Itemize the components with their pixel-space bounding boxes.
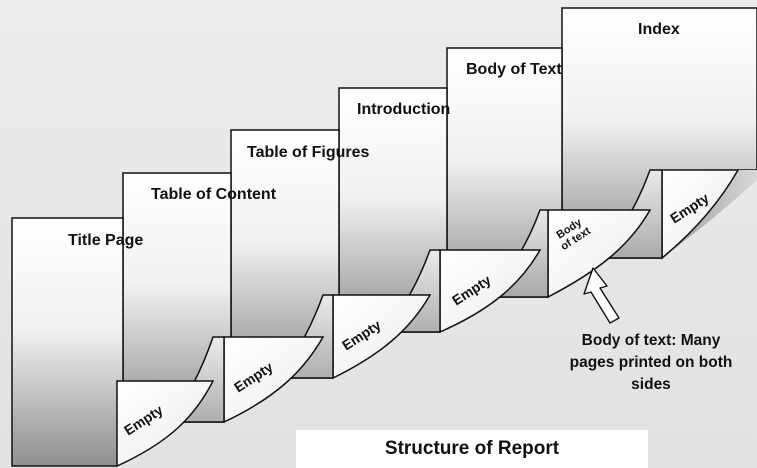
page-title-table-of-content: Table of Content bbox=[151, 186, 277, 203]
page-table-of-content bbox=[122, 172, 334, 424]
page-title-body-of-text: Body of Text bbox=[466, 61, 562, 78]
callout-arrow bbox=[583, 267, 620, 324]
page-curl-introduction bbox=[439, 249, 542, 334]
body-of-text-callout: Body of text: Many pages printed on both… bbox=[545, 330, 757, 396]
page-curl-table-of-figures bbox=[332, 294, 432, 380]
page-title-index: Index bbox=[638, 21, 680, 38]
page-index bbox=[561, 7, 757, 260]
page-title-introduction: Introduction bbox=[357, 101, 451, 118]
page-title-table-of-figures: Table of Figures bbox=[247, 144, 370, 161]
page-curl-title-page bbox=[116, 380, 215, 468]
page-table-of-figures bbox=[230, 129, 441, 380]
page-curl-index bbox=[661, 169, 740, 260]
caption-text: Structure of Report bbox=[384, 438, 560, 459]
page-body-of-text bbox=[446, 47, 663, 299]
page-curl-body bbox=[547, 209, 652, 299]
page-title-page bbox=[11, 217, 225, 468]
callout-line-1: Body of text: Many bbox=[581, 332, 721, 349]
page-curl-table-of-content bbox=[223, 336, 325, 424]
callout-line-3: sides bbox=[631, 376, 671, 393]
callout-line-2: pages printed on both bbox=[569, 354, 733, 371]
diagram-caption: Structure of Report bbox=[296, 430, 648, 468]
page-introduction bbox=[338, 87, 549, 334]
page-title-title-page: Title Page bbox=[68, 232, 144, 249]
